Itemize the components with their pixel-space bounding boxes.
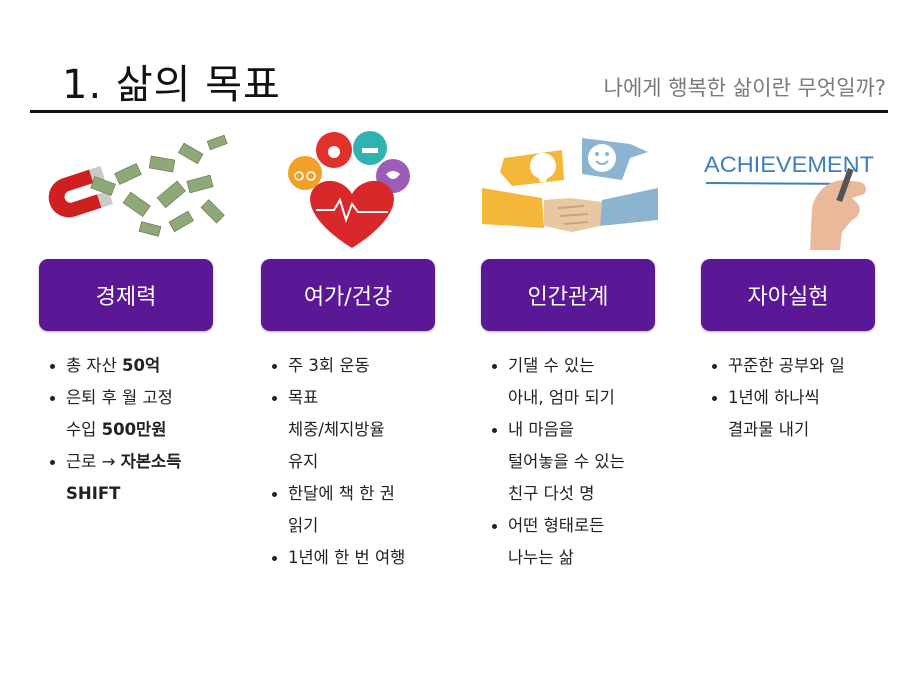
bullet-text: 기댈 수 있는 — [508, 356, 595, 375]
bullet-line: 아내, 엄마 되기 — [508, 382, 688, 414]
bullet-text: SHIFT — [66, 484, 121, 503]
bullet-text: 목표 — [288, 388, 319, 407]
bullet-line: 총 자산 50억 — [66, 350, 246, 382]
bullet-text: 아내, 엄마 되기 — [508, 388, 615, 407]
bullet-text: 수입 — [66, 420, 102, 439]
bullet-text: 주 3회 운동 — [288, 356, 370, 375]
bullet-text: 1년에 하나씩 — [728, 388, 820, 407]
bullet-text: 체중/체지방율 — [288, 420, 385, 439]
bullet-line: 털어놓을 수 있는 — [508, 446, 688, 478]
bullet-line: 꾸준한 공부와 일 — [728, 350, 908, 382]
handshake-relationship-icon — [482, 138, 658, 232]
bullet-text: 근로 → — [66, 452, 121, 471]
bullet-line: 1년에 하나씩 — [728, 382, 908, 414]
bullet-line: SHIFT — [66, 478, 246, 510]
label-leisure-health: 여가/건강 — [261, 259, 435, 331]
bullet-text: 꾸준한 공부와 일 — [728, 356, 845, 375]
bullet-text: 친구 다섯 명 — [508, 484, 595, 503]
title-divider — [30, 110, 888, 113]
bullet-line: 유지 — [288, 446, 468, 478]
achievement-writing-hand-icon: ACHIEVEMENT — [704, 152, 874, 250]
bullet-line: 읽기 — [288, 510, 468, 542]
bullet-text: 500만원 — [101, 420, 167, 439]
health-leisure-heart-icon — [288, 131, 410, 248]
bullet-item: 1년에 한 번 여행 — [268, 542, 468, 574]
bullet-line: 목표 — [288, 382, 468, 414]
bullet-line: 체중/체지방율 — [288, 414, 468, 446]
bullet-text: 어떤 형태로든 — [508, 516, 605, 535]
bullet-line: 근로 → 자본소득 — [66, 446, 246, 478]
bullet-line: 1년에 한 번 여행 — [288, 542, 468, 574]
label-economy: 경제력 — [39, 259, 213, 331]
page-title: 1. 삶의 목표 — [62, 62, 281, 108]
bullet-item: 꾸준한 공부와 일 — [708, 350, 908, 382]
bullet-text: 읽기 — [288, 516, 319, 535]
label-self-actualization: 자아실현 — [701, 259, 875, 331]
bullet-text: 총 자산 — [66, 356, 123, 375]
bullet-line: 내 마음을 — [508, 414, 688, 446]
bullet-text: 결과물 내기 — [728, 420, 810, 439]
bullet-line: 결과물 내기 — [728, 414, 908, 446]
bullet-item: 주 3회 운동 — [268, 350, 468, 382]
bullet-line: 한달에 책 한 권 — [288, 478, 468, 510]
bullet-line: 기댈 수 있는 — [508, 350, 688, 382]
achievement-text: ACHIEVEMENT — [704, 152, 874, 177]
bullet-text: 나누는 삶 — [508, 548, 574, 567]
bullet-text: 내 마음을 — [508, 420, 574, 439]
bullet-text: 자본소득 — [120, 452, 182, 471]
bullet-text: 털어놓을 수 있는 — [508, 452, 625, 471]
bullet-text: 한달에 책 한 권 — [288, 484, 395, 503]
bullet-item: 총 자산 50억 — [46, 350, 246, 382]
magnet-attracting-money-icon — [48, 134, 228, 237]
bullet-text: 1년에 한 번 여행 — [288, 548, 406, 567]
bullet-text: 유지 — [288, 452, 319, 471]
bullet-line: 수입 500만원 — [66, 414, 246, 446]
bullet-line: 친구 다섯 명 — [508, 478, 688, 510]
bullet-line: 어떤 형태로든 — [508, 510, 688, 542]
bullet-text: 50억 — [122, 356, 161, 375]
bullet-line: 은퇴 후 월 고정 — [66, 382, 246, 414]
page-subtitle: 나에게 행복한 삶이란 무엇일까? — [603, 76, 886, 100]
bullet-line: 나누는 삶 — [508, 542, 688, 574]
bullet-text: 은퇴 후 월 고정 — [66, 388, 173, 407]
bullet-line: 주 3회 운동 — [288, 350, 468, 382]
label-relationships: 인간관계 — [481, 259, 655, 331]
bullet-item: 근로 → 자본소득 SHIFT — [46, 446, 246, 510]
